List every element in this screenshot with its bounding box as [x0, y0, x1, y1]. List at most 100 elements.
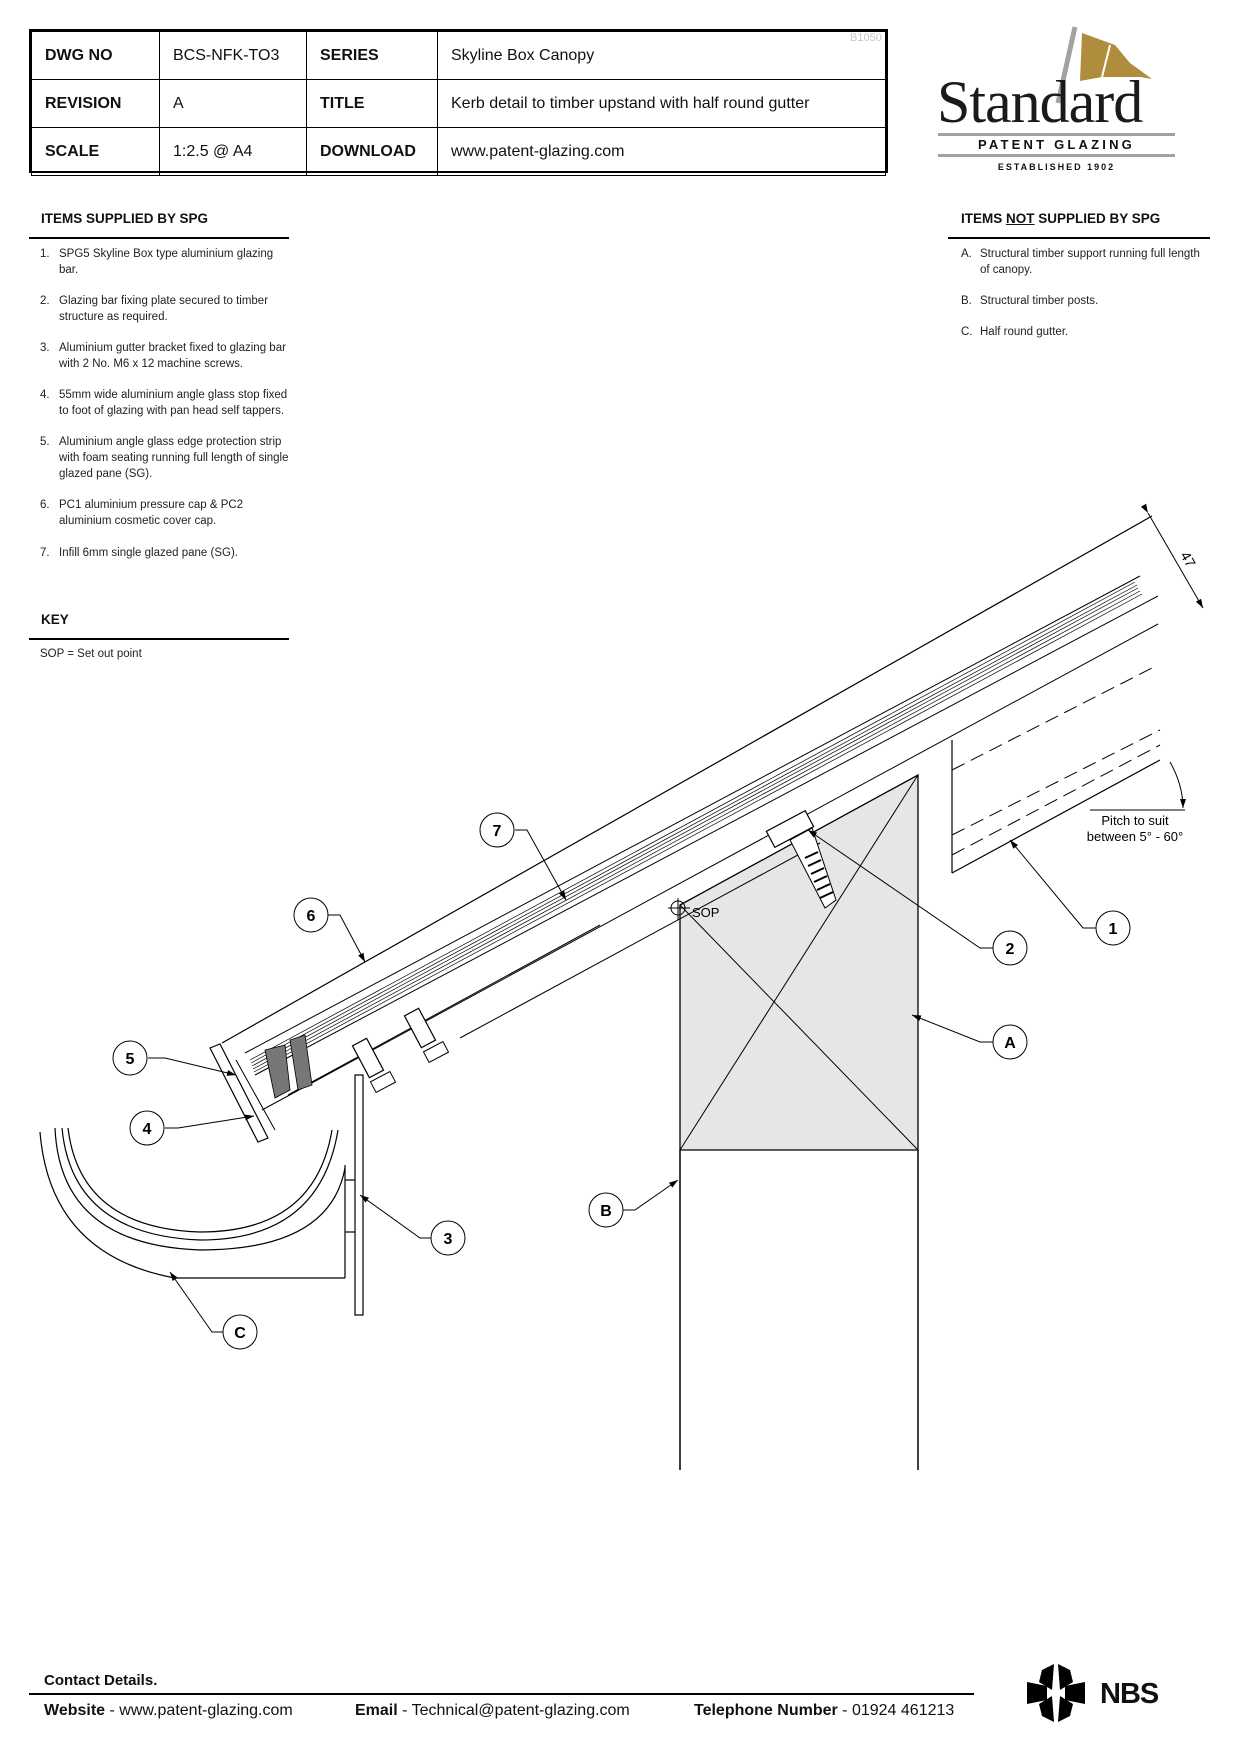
svg-text:6: 6 — [307, 908, 316, 925]
contact-heading: Contact Details. — [44, 1672, 158, 1689]
callout-3: 3 — [430, 1220, 466, 1256]
heading-emphasis: NOT — [1006, 211, 1035, 226]
svg-text:3: 3 — [444, 1231, 453, 1248]
item-text: glazed pane (SG). — [59, 468, 153, 480]
item-number: 4. — [40, 389, 50, 401]
nbs-logo-icon — [1027, 1664, 1085, 1722]
svg-text:2: 2 — [1006, 941, 1015, 958]
item-letter: A. — [961, 248, 972, 260]
half-round-gutter-c — [39, 1127, 346, 1279]
key-heading: KEY — [41, 612, 69, 627]
callout-1: 1 — [1095, 910, 1131, 946]
separator: - — [402, 1702, 408, 1719]
not-supplied-item-b: B. Structural timber posts. — [961, 293, 1221, 311]
supplied-item-5: 5. Aluminium angle glass edge protection… — [40, 434, 300, 484]
supplied-item-4: 4. 55mm wide aluminium angle glass stop … — [40, 387, 300, 421]
item-letter: B. — [961, 295, 972, 307]
nbs-logo-text: NBS — [1100, 1678, 1159, 1710]
svg-text:7: 7 — [493, 823, 502, 840]
sop-label: SOP — [692, 905, 719, 920]
dimension-47: 47 — [1177, 549, 1199, 571]
supplied-item-2: 2. Glazing bar fixing plate secured to t… — [40, 293, 300, 327]
key-rule — [29, 638, 289, 640]
svg-text:1: 1 — [1109, 921, 1118, 938]
items-not-supplied-rule — [948, 237, 1210, 239]
supplied-item-6: 6. PC1 aluminium pressure cap & PC2 alumi… — [40, 497, 300, 531]
callout-6: 6 — [293, 897, 329, 933]
item-text: Aluminium gutter bracket fixed to glazin… — [59, 342, 286, 354]
heading-part: SUPPLIED BY SPG — [1034, 211, 1161, 226]
item-number: 2. — [40, 295, 50, 307]
title-row-dwg-no: DWG NO BCS-NFK-TO3 SERIES Skyline Box Ca… — [31, 31, 886, 80]
item-number: 6. — [40, 499, 50, 511]
download-link[interactable]: www.patent-glazing.com — [437, 127, 886, 176]
item-number: 7. — [40, 547, 50, 559]
item-text: with foam seating running full length of… — [59, 452, 289, 464]
website-label: Website — [44, 1702, 106, 1719]
item-text: Structural timber posts. — [980, 295, 1099, 307]
separator: - — [842, 1702, 848, 1719]
item-text: to foot of glazing with pan head self ta… — [59, 405, 285, 417]
pitch-note-line1: Pitch to suit — [1101, 813, 1169, 828]
supplied-item-3: 3. Aluminium gutter bracket fixed to gla… — [40, 340, 300, 374]
item-text: aluminium cosmetic cover cap. — [59, 515, 217, 527]
svg-text:5: 5 — [126, 1051, 135, 1068]
key-entry-sop: SOP = Set out point — [40, 648, 142, 660]
logo-wordmark: Standard — [937, 69, 1143, 135]
item-text: 55mm wide aluminium angle glass stop fix… — [59, 389, 288, 401]
callout-4: 4 — [129, 1110, 165, 1146]
item-text: Half round gutter. — [980, 326, 1069, 338]
email-link[interactable]: Technical@patent-glazing.com — [411, 1702, 630, 1719]
flag-icon — [1055, 26, 1152, 104]
email-contact: Email - Technical@patent-glazing.com — [355, 1702, 630, 1720]
pitch-note-line2: between 5° - 60° — [1087, 829, 1183, 844]
item-number: 5. — [40, 436, 50, 448]
timber-post-b — [679, 1150, 919, 1470]
item-text: PC1 aluminium pressure cap & PC2 — [59, 499, 244, 511]
svg-text:4: 4 — [143, 1121, 152, 1138]
title-value: Kerb detail to timber upstand with half … — [437, 79, 886, 128]
svg-text:C: C — [234, 1325, 246, 1342]
item-text: bar. — [59, 264, 79, 276]
leader-lines — [148, 829, 1096, 1333]
dwg-no-value: BCS-NFK-TO3 — [159, 31, 307, 80]
item-letter: C. — [961, 326, 973, 338]
supplied-item-1: 1. SPG5 Skyline Box type aluminium glazi… — [40, 246, 300, 280]
item-text: Glazing bar fixing plate secured to timb… — [59, 295, 269, 307]
logo-rule-bottom — [938, 154, 1175, 157]
item-text: Structural timber support running full l… — [980, 248, 1200, 260]
item-text: of canopy. — [980, 264, 1033, 276]
heading-part: ITEMS — [961, 211, 1007, 226]
logo-established: ESTABLISHED 1902 — [997, 162, 1116, 172]
item-text: Infill 6mm single glazed pane (SG). — [59, 547, 238, 559]
phone-number: 01924 461213 — [851, 1702, 955, 1719]
scale-label: SCALE — [31, 127, 160, 176]
svg-text:A: A — [1004, 1035, 1016, 1052]
item-text: structure as required. — [59, 311, 168, 323]
items-supplied-heading: ITEMS SUPPLIED BY SPG — [41, 211, 209, 226]
phone-label: Telephone Number — [694, 1702, 838, 1719]
glazing-bar-assembly — [209, 503, 1204, 1143]
website-link[interactable]: www.patent-glazing.com — [119, 1702, 293, 1719]
logo-subtitle: PATENT GLAZING — [978, 137, 1135, 152]
item-number: 1. — [40, 248, 50, 260]
item-number: 3. — [40, 342, 50, 354]
item-text: Aluminium angle glass edge protection st… — [59, 436, 282, 448]
scale-value: 1:2.5 @ A4 — [159, 127, 307, 176]
timber-support-a — [679, 773, 919, 1151]
items-not-supplied-heading: ITEMS NOT SUPPLIED BY SPG — [961, 211, 1160, 226]
title-block: DWG NO BCS-NFK-TO3 SERIES Skyline Box Ca… — [29, 29, 888, 176]
item-text: with 2 No. M6 x 12 machine screws. — [59, 358, 244, 370]
callout-2: 2 — [992, 930, 1028, 966]
callout-5: 5 — [112, 1040, 148, 1076]
not-supplied-item-c: C. Half round gutter. — [961, 324, 1221, 342]
items-supplied-rule — [29, 237, 289, 239]
item-text: SPG5 Skyline Box type aluminium glazing — [59, 248, 274, 260]
logo-rule-top — [938, 133, 1175, 136]
callout-c: C — [222, 1314, 258, 1350]
separator: - — [109, 1702, 115, 1719]
email-label: Email — [355, 1702, 398, 1719]
download-label: DOWNLOAD — [306, 127, 438, 176]
title-row-revision: REVISION A TITLE Kerb detail to timber u… — [31, 79, 886, 128]
